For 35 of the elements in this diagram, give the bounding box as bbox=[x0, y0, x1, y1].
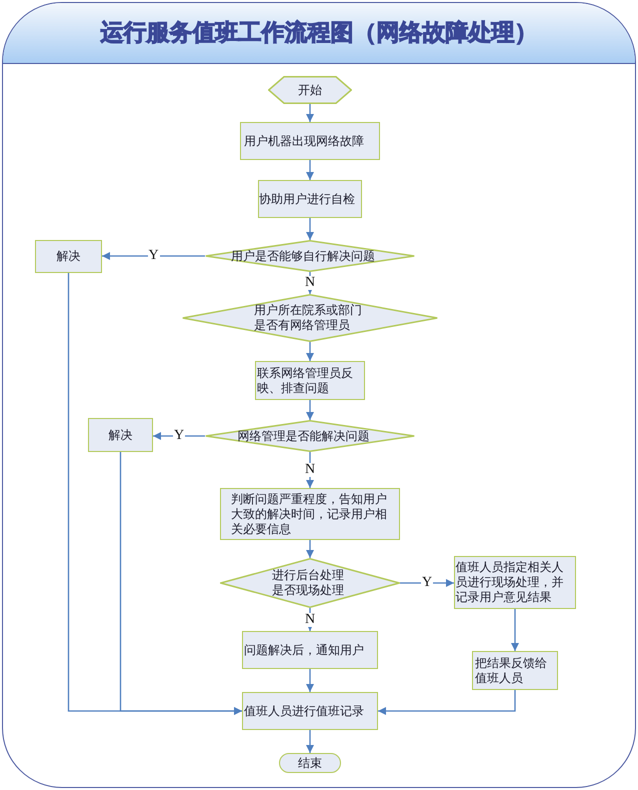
process-box: 解决 bbox=[35, 240, 102, 273]
start-terminal: 开始 bbox=[268, 76, 352, 104]
process-box: 判断问题严重程度，告知用户大致的解决时间，记录用户相关必要信息 bbox=[220, 488, 400, 540]
arrow bbox=[306, 218, 314, 240]
end-terminal: 结束 bbox=[279, 753, 341, 773]
edge-label: N bbox=[304, 463, 316, 477]
process-box: 用户机器出现网络故障 bbox=[240, 122, 380, 160]
process-box: 协助用户进行自检 bbox=[258, 180, 362, 218]
process-box: 值班人员指定相关人员进行现场处理，并记录用户意见结果 bbox=[454, 556, 576, 609]
arrow bbox=[306, 540, 314, 558]
decision-diamond: 用户所在院系或部门是否有网络管理员 bbox=[182, 294, 438, 342]
arrow bbox=[306, 452, 314, 488]
process-box: 解决 bbox=[88, 418, 153, 452]
arrow bbox=[153, 432, 205, 440]
title: 运行服务值班工作流程图（网络故障处理） bbox=[100, 19, 538, 48]
decision-diamond: 用户是否能够自行解决问题 bbox=[205, 240, 415, 272]
arrow bbox=[306, 160, 314, 180]
process-box: 联系网络管理员反映、排查问题 bbox=[255, 361, 365, 400]
edge-label: N bbox=[304, 612, 316, 626]
arrow bbox=[378, 690, 516, 715]
arrow bbox=[306, 400, 314, 420]
decision-diamond: 进行后台处理是否现场处理 bbox=[220, 558, 400, 608]
process-box: 问题解决后，通知用户 bbox=[242, 631, 378, 669]
arrow bbox=[306, 730, 314, 753]
arrow bbox=[306, 669, 314, 692]
arrow bbox=[306, 104, 314, 122]
arrow bbox=[511, 609, 519, 651]
process-box: 值班人员进行值班记录 bbox=[242, 692, 378, 730]
process-box: 把结果反馈给值班人员 bbox=[472, 651, 558, 690]
arrow bbox=[102, 252, 205, 260]
arrow bbox=[306, 342, 314, 361]
arrow bbox=[120, 452, 242, 715]
decision-diamond: 网络管理是否能解决问题 bbox=[205, 420, 415, 452]
arrow bbox=[400, 579, 454, 587]
edge-label: N bbox=[304, 276, 316, 290]
